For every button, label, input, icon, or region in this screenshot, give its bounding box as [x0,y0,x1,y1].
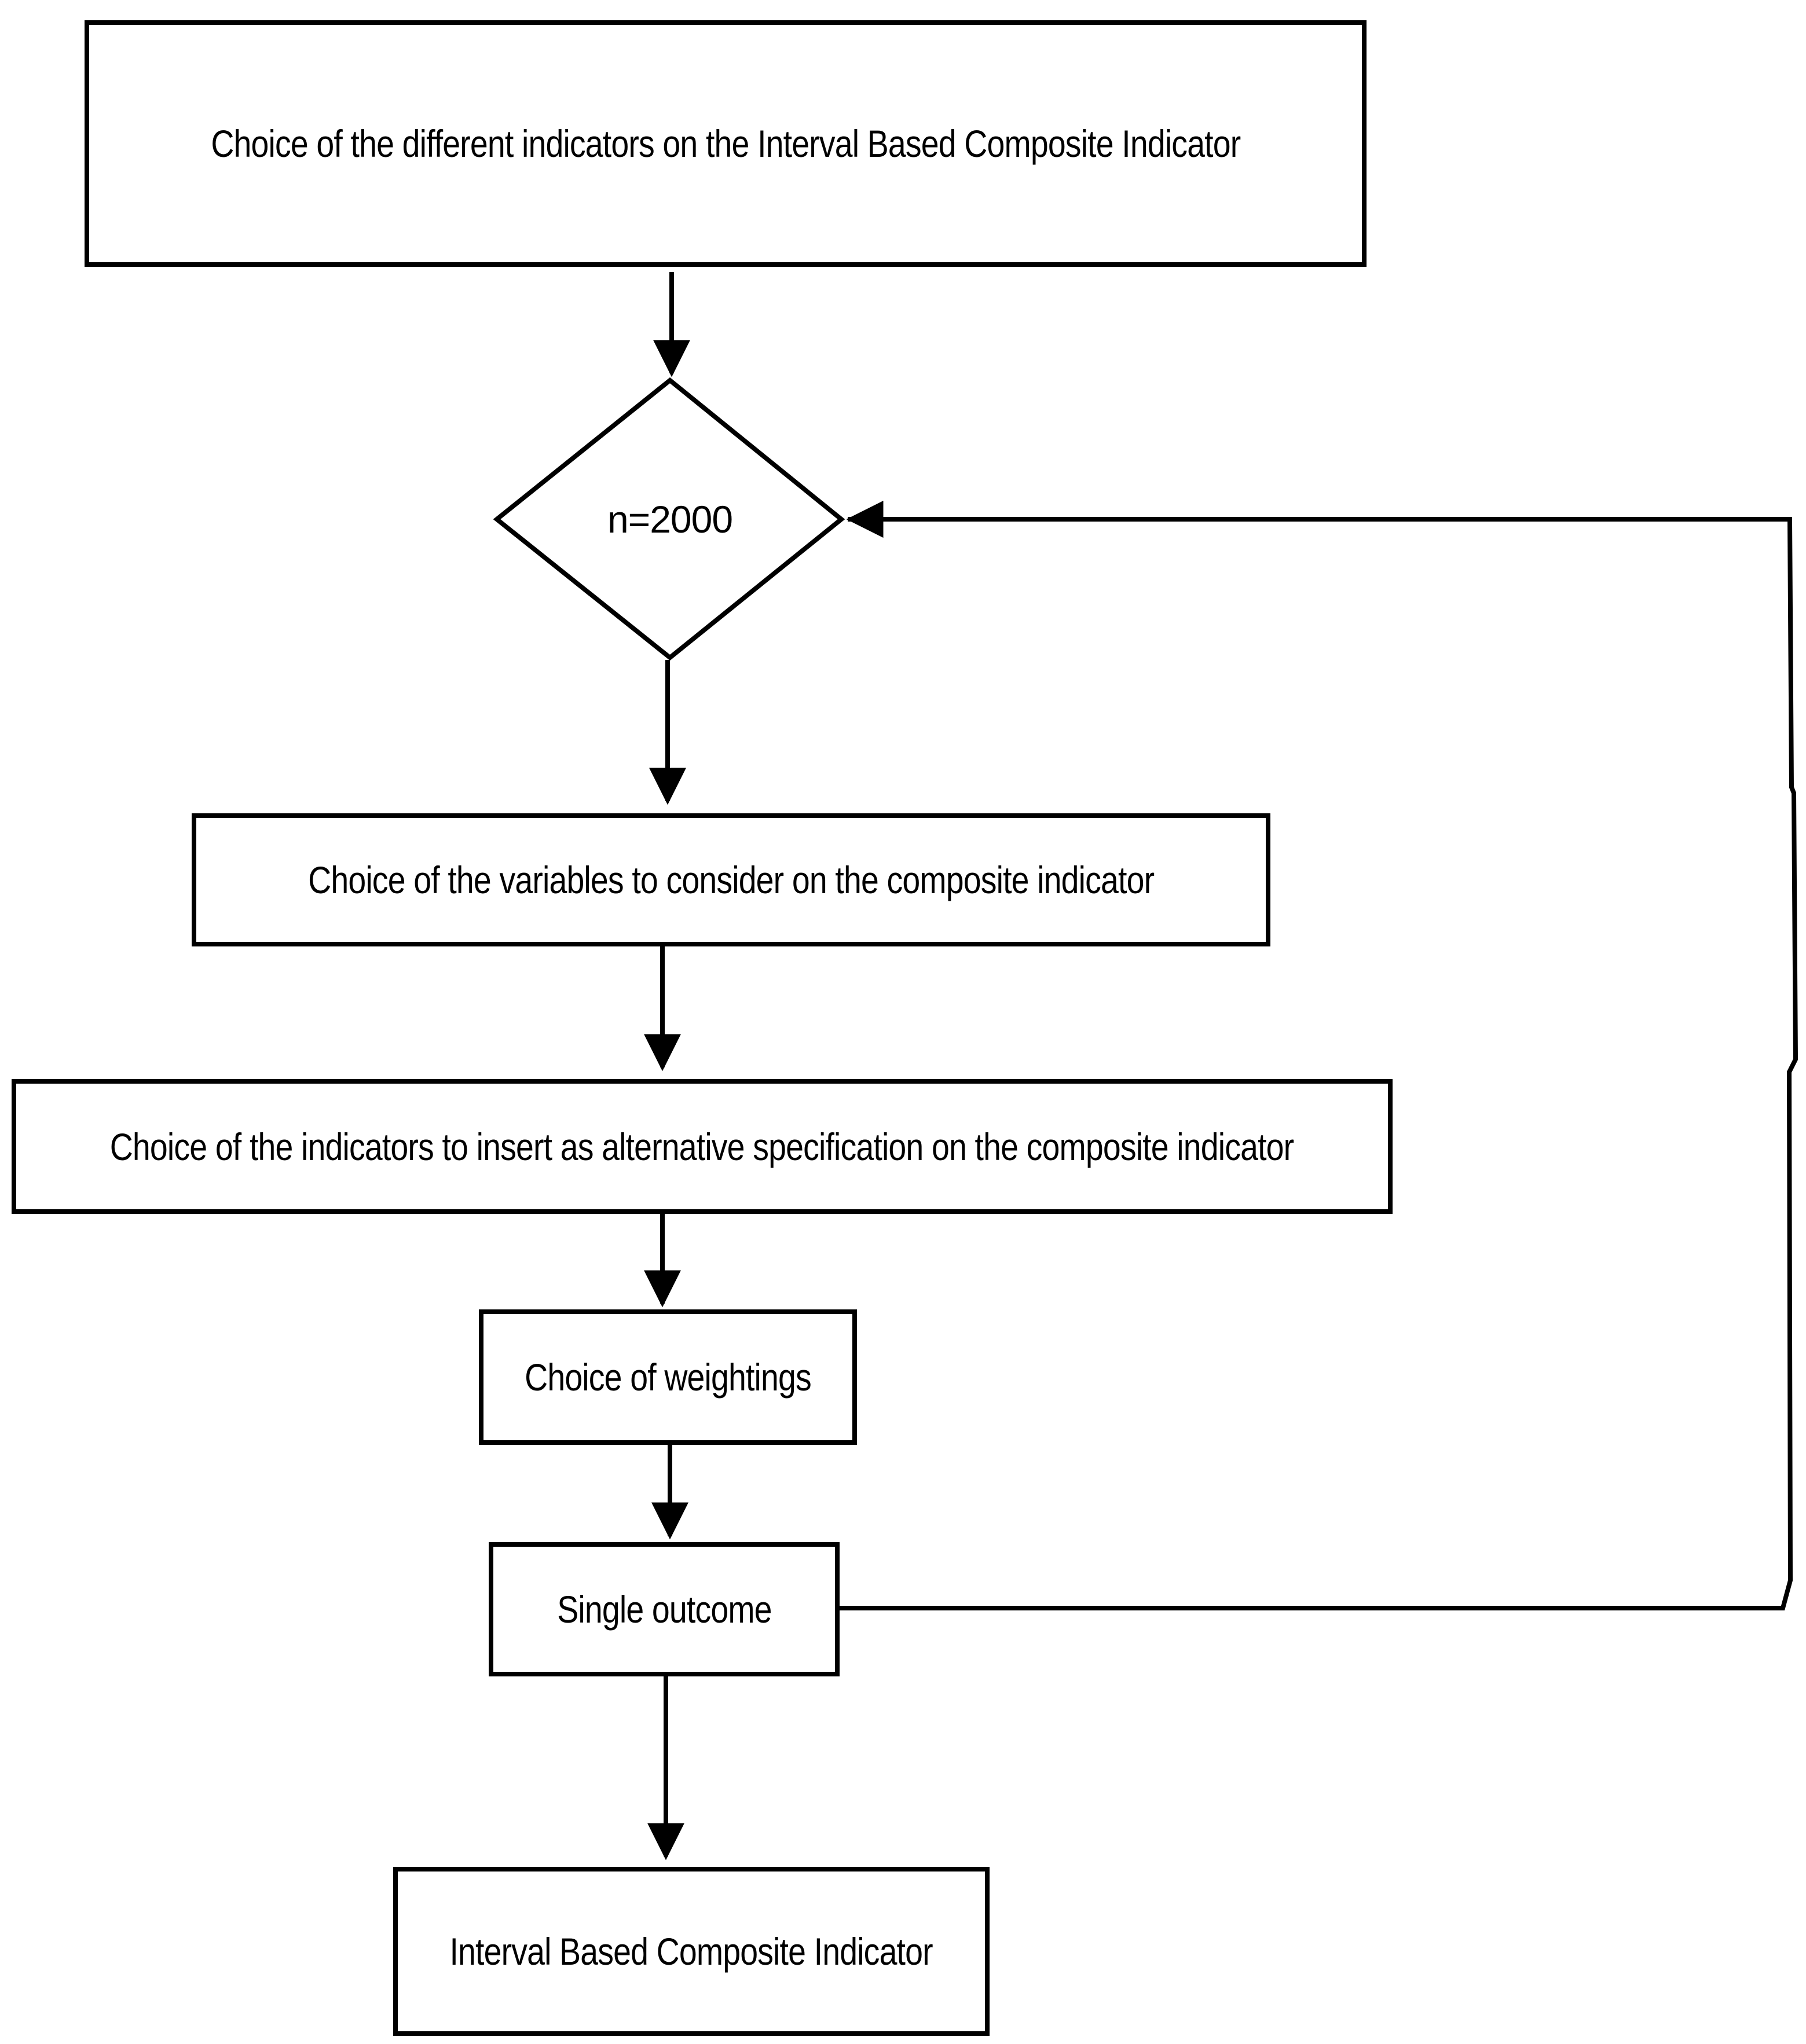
single-outcome-box: Single outcome [489,1542,840,1676]
indicator-choice-label: Choice of the different indicators on th… [210,122,1241,165]
weightings-choice-label: Choice of weightings [525,1356,812,1399]
variables-choice-box: Choice of the variables to consider on t… [192,813,1270,946]
loop-back-connector [839,517,1798,1610]
result-label: Interval Based Composite Indicator [449,1930,933,1973]
alternative-specification-box: Choice of the indicators to insert as al… [12,1079,1393,1214]
decision-diamond [493,377,845,661]
weightings-choice-box: Choice of weightings [479,1309,857,1445]
decision-label: n=2000 [607,498,733,541]
single-outcome-label: Single outcome [556,1588,772,1631]
variables-choice-label: Choice of the variables to consider on t… [307,858,1155,901]
indicator-choice-box: Choice of the different indicators on th… [85,20,1367,267]
result-box: Interval Based Composite Indicator [393,1867,990,2036]
alternative-specification-label: Choice of the indicators to insert as al… [110,1125,1294,1168]
